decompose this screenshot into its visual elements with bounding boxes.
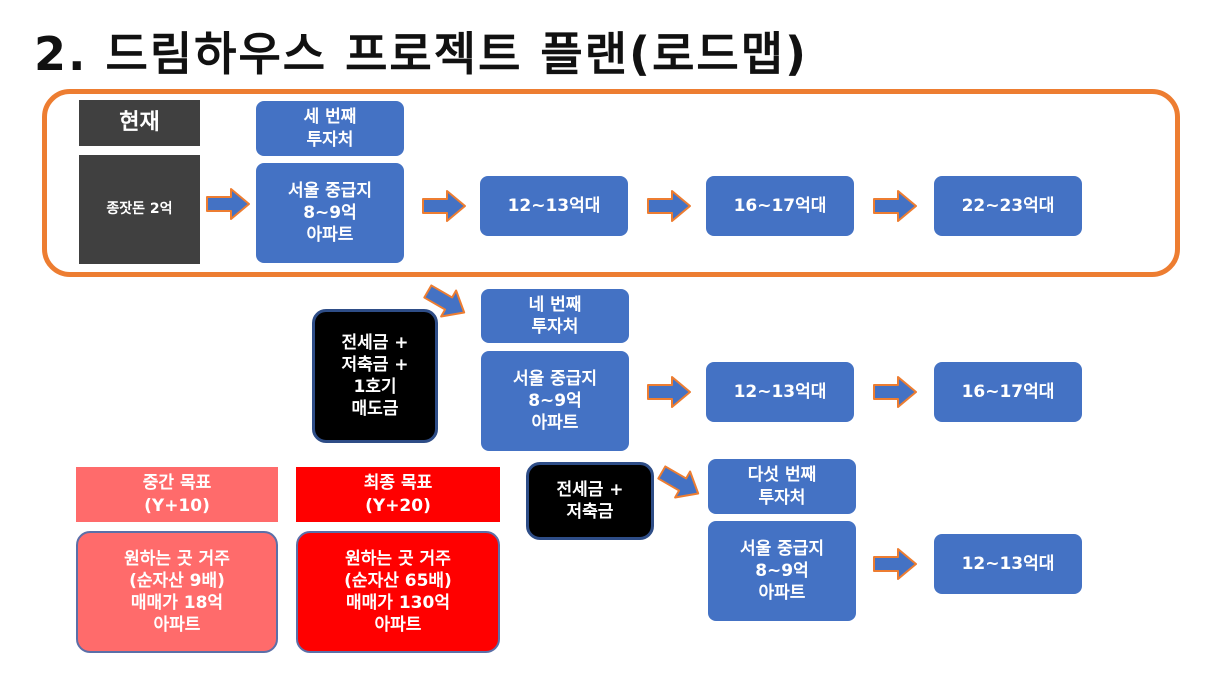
fifth-investment-apartment: 서울 중급지 8~9억 아파트 [708,521,856,621]
funds-line: 전세금 + [341,332,409,353]
goal-body-line: (순자산 65배) [344,570,452,591]
right-arrow-icon [647,376,691,408]
step-text: 22~23억대 [961,195,1055,216]
goal-header-line: (Y+10) [144,495,210,516]
apt-line: 아파트 [531,413,579,434]
funds-line: 전세금 + [556,479,624,500]
mid-goal-body: 원하는 곳 거주 (순자산 9배) 매매가 18억 아파트 [76,531,278,653]
step-text: 12~13억대 [507,195,601,216]
row1-step-2: 16~17억대 [706,176,854,236]
label-line: 세 번째 [303,107,357,128]
apt-line: 8~9억 [755,560,809,581]
funds-line: 저축금 + [341,354,409,375]
fourth-investment-apartment: 서울 중급지 8~9억 아파트 [481,351,629,451]
fifth-investment-label: 다섯 번째 투자처 [708,459,856,514]
current-label-text: 현재 [119,109,160,135]
right-arrow-icon [873,190,917,222]
current-plan-frame [42,89,1180,277]
goal-body-line: 아파트 [374,615,422,636]
row2-step-2: 16~17억대 [934,362,1082,422]
step-text: 16~17억대 [961,381,1055,402]
step-text: 12~13억대 [961,553,1055,574]
final-goal-body: 원하는 곳 거주 (순자산 65배) 매매가 130억 아파트 [296,531,500,653]
funds-line: 매도금 [351,399,399,420]
apt-line: 아파트 [758,583,806,604]
step-text: 16~17억대 [733,195,827,216]
row2-step-1: 12~13억대 [706,362,854,422]
right-arrow-icon [647,190,691,222]
right-arrow-icon [873,376,917,408]
right-arrow-icon [873,548,917,580]
row2-funds-box: 전세금 + 저축금 + 1호기 매도금 [312,309,438,443]
page-title: 2. 드림하우스 프로젝트 플랜(로드맵) [34,27,809,81]
seed-money-box: 종잣돈 2억 [79,155,200,264]
label-line: 투자처 [758,487,806,508]
apt-line: 아파트 [306,225,354,246]
goal-body-line: 원하는 곳 거주 [124,548,230,569]
diagonal-arrow-icon [657,465,700,499]
row1-step-3: 22~23억대 [934,176,1082,236]
apt-line: 서울 중급지 [512,368,598,389]
mid-goal-header: 중간 목표 (Y+10) [76,467,278,522]
goal-body-line: 매매가 130억 [346,593,450,613]
third-investment-apartment: 서울 중급지 8~9억 아파트 [256,163,404,263]
row3-funds-box: 전세금 + 저축금 [526,462,654,540]
current-label: 현재 [79,100,200,146]
apt-line: 8~9억 [303,202,357,223]
goal-body-line: 매매가 18억 [130,593,224,613]
apt-line: 서울 중급지 [739,538,825,559]
third-investment-label: 세 번째 투자처 [256,101,404,156]
goal-body-line: 원하는 곳 거주 [345,548,451,569]
apt-line: 8~9억 [528,390,582,411]
final-goal-header: 최종 목표 (Y+20) [296,467,500,522]
step-text: 12~13억대 [733,381,827,402]
goal-header-line: 최종 목표 [363,473,433,494]
right-arrow-icon [206,188,250,220]
fourth-investment-label: 네 번째 투자처 [481,289,629,343]
label-line: 다섯 번째 [747,465,817,486]
row1-step-1: 12~13억대 [480,176,628,236]
funds-line: 저축금 [566,502,614,522]
funds-line: 1호기 [353,377,397,397]
label-line: 투자처 [531,317,579,337]
goal-body-line: 아파트 [153,615,201,636]
apt-line: 서울 중급지 [287,180,373,201]
diagonal-arrow-icon [423,284,466,318]
label-line: 투자처 [306,129,354,150]
right-arrow-icon [422,190,466,222]
seed-money-text: 종잣돈 2억 [106,201,173,218]
goal-body-line: (순자산 9배) [129,570,225,591]
goal-header-line: (Y+20) [365,495,431,516]
label-line: 네 번째 [528,294,582,315]
goal-header-line: 중간 목표 [142,473,212,494]
row3-step-1: 12~13억대 [934,534,1082,594]
